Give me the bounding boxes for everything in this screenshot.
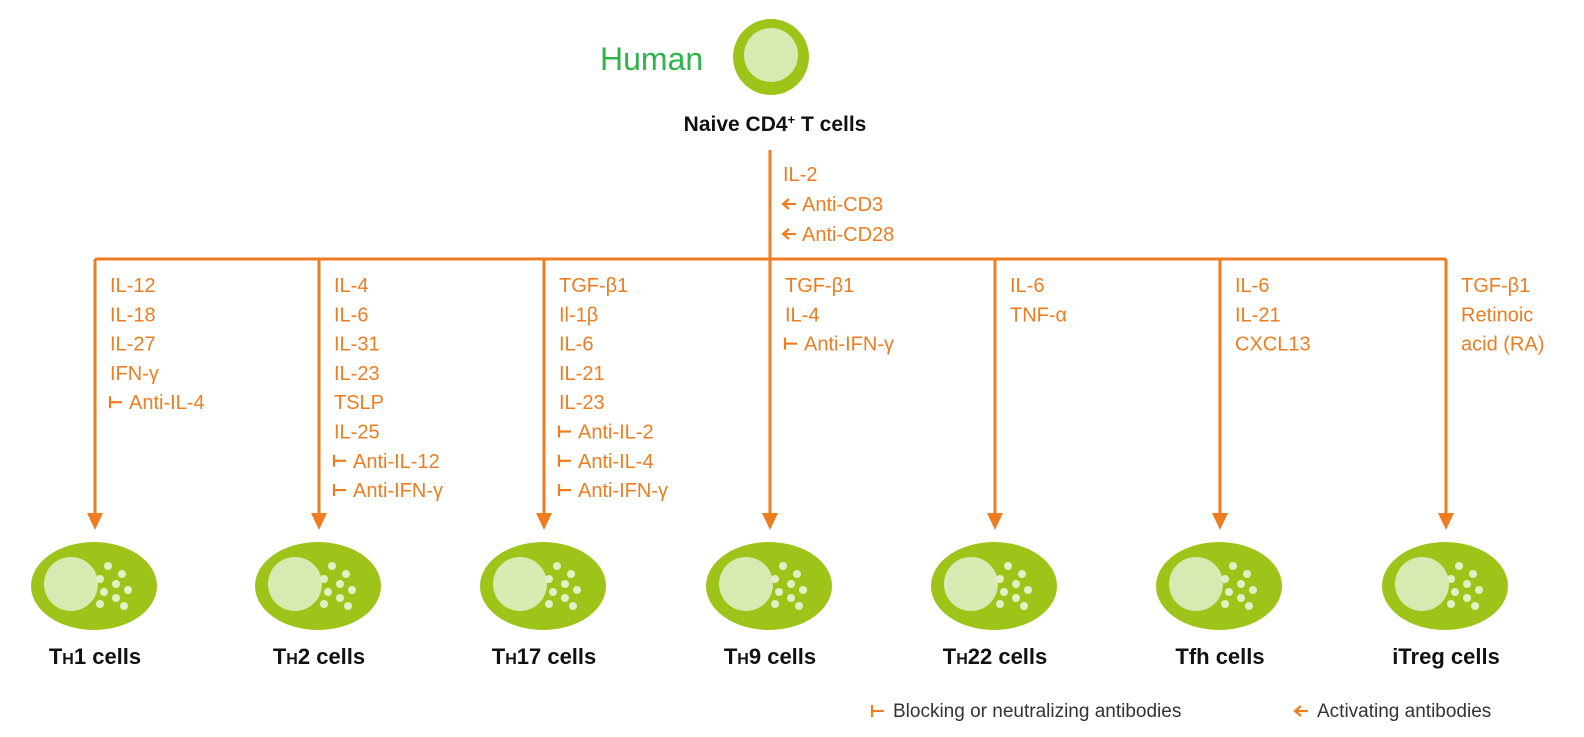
condition-label: IFN-γ <box>110 363 159 385</box>
condition-label: IL-6 <box>1010 275 1044 297</box>
cell-type-label: TH2 cells <box>273 644 365 669</box>
cell-icon <box>255 542 381 630</box>
condition-label: Il-1β <box>559 304 598 326</box>
arrowhead <box>1438 513 1454 530</box>
condition-label: IL-31 <box>334 334 380 356</box>
condition-label: IL-27 <box>110 334 156 356</box>
cell-icon <box>931 542 1057 630</box>
cell-type-label: TH17 cells <box>492 644 597 669</box>
condition-label: IL-21 <box>559 363 605 385</box>
activating-antibody-label: Anti-CD28 <box>802 224 894 246</box>
arrowhead <box>987 513 1003 530</box>
condition-label: Retinoic <box>1461 304 1533 326</box>
condition-label: TGF-β1 <box>559 275 628 297</box>
condition-label: IL-6 <box>1235 275 1269 297</box>
blocking-symbol <box>557 484 571 497</box>
condition-label: acid (RA) <box>1461 334 1544 356</box>
blocking-symbol <box>332 454 346 467</box>
blocking-symbol <box>557 425 571 438</box>
arrowhead <box>1212 513 1228 530</box>
condition-label: IL-4 <box>785 304 819 326</box>
condition-label: TSLP <box>334 392 384 414</box>
cell-type-label: TH9 cells <box>724 644 816 669</box>
activating-symbol <box>781 198 796 210</box>
activating-symbol <box>1293 705 1308 717</box>
cell-type-label: Tfh cells <box>1175 644 1264 669</box>
blocking-symbol <box>108 396 122 409</box>
condition-label: IL-6 <box>559 334 593 356</box>
blocking-symbol <box>783 337 797 350</box>
blocking-antibody-label: Anti-IL-4 <box>129 392 205 414</box>
condition-label: TNF-α <box>1010 304 1067 326</box>
cell-type-label: iTreg cells <box>1392 644 1500 669</box>
blocking-symbol <box>557 454 571 467</box>
cell-icon <box>1156 542 1282 630</box>
arrowhead <box>762 513 778 530</box>
naive-cd4-cell <box>733 19 809 95</box>
blocking-antibody-label: Anti-IL-2 <box>578 422 654 444</box>
condition-label: IL-4 <box>334 275 368 297</box>
blocking-antibody-label: Anti-IL-12 <box>353 451 440 473</box>
condition-label: IL-2 <box>783 164 817 186</box>
cell-icon <box>480 542 606 630</box>
legend: Blocking or neutralizing antibodies Acti… <box>870 701 1491 722</box>
blocking-symbol <box>332 484 346 497</box>
cell-type-label: TH22 cells <box>943 644 1048 669</box>
legend-blocking-label: Blocking or neutralizing antibodies <box>893 701 1181 722</box>
naive-cd4-t-cells-label: Naive CD4+ T cells <box>684 112 867 137</box>
condition-label: IL-18 <box>110 304 156 326</box>
activating-symbol <box>781 228 796 240</box>
cell-icon <box>1382 542 1508 630</box>
condition-label: IL-23 <box>334 363 380 385</box>
species-label: Human <box>600 41 703 77</box>
condition-label: IL-12 <box>110 275 156 297</box>
condition-label: IL-6 <box>334 304 368 326</box>
blocking-antibody-label: Anti-IFN-γ <box>804 334 894 356</box>
legend-activating-label: Activating antibodies <box>1317 701 1491 722</box>
condition-label: IL-23 <box>559 392 605 414</box>
blocking-antibody-label: Anti-IL-4 <box>578 451 654 473</box>
blocking-antibody-label: Anti-IFN-γ <box>353 480 443 502</box>
arrowhead <box>536 513 552 530</box>
condition-label: IL-21 <box>1235 304 1281 326</box>
cell-icon <box>706 542 832 630</box>
condition-label: IL-25 <box>334 422 380 444</box>
cell-icon <box>31 542 157 630</box>
condition-label: CXCL13 <box>1235 334 1311 356</box>
activating-antibody-label: Anti-CD3 <box>802 194 883 216</box>
condition-label: TGF-β1 <box>785 275 854 297</box>
condition-label: TGF-β1 <box>1461 275 1530 297</box>
arrowhead <box>311 513 327 530</box>
cell-type-label: TH1 cells <box>49 644 141 669</box>
arrowhead <box>87 513 103 530</box>
branch: TGF-β1Il-1βIL-6IL-21IL-23Anti-IL-2Anti-I… <box>480 259 668 669</box>
blocking-symbol <box>870 705 884 717</box>
blocking-antibody-label: Anti-IFN-γ <box>578 480 668 502</box>
